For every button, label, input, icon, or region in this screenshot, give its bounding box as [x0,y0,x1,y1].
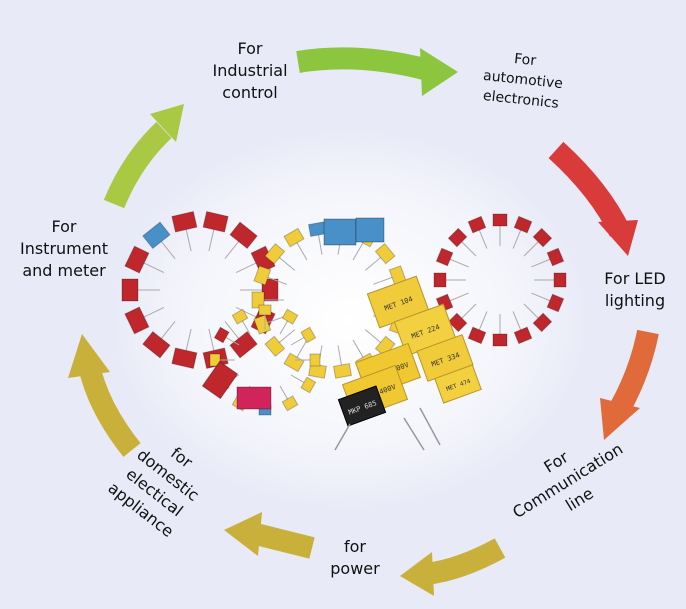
capacitor-icon [355,217,385,243]
curved-arrow-icon [400,538,506,596]
capacitor-icon [534,272,567,288]
curved-arrow-icon [103,104,184,209]
capacitor-icon [231,308,251,335]
capacitor-icon [512,311,533,345]
capacitor-icon [171,210,198,252]
capacitor-icon [467,311,488,345]
capacitor-icon [258,304,272,330]
capacitor-icon [333,345,352,379]
capacitor-icon [171,328,198,370]
capacitor-icon [447,227,477,257]
curved-arrow-icon [600,329,659,440]
label-automotive-electronics: For automotive electronics [482,51,564,112]
capacitor-icon [124,245,165,274]
label-instrument-meter: For Instrument and meter [19,217,109,280]
capacitor-icon [142,320,176,359]
capacitor-icon [531,247,565,268]
label-industrial-control: For Industrial control [212,39,288,102]
capacitor-icon [283,227,308,261]
capacitor-icon [531,292,565,313]
capacitor-icon [264,243,296,271]
curved-arrow-icon [296,47,458,96]
capacitor-icon [124,306,165,335]
capacitor-icon [251,291,284,309]
capacitor-icon [213,326,240,346]
capacitor-icon [435,247,469,268]
arrows [68,47,659,596]
capacitor-icon [279,385,299,412]
labeled-capacitors: MET 104 MET 224 MET 334 MET 474 4.7uF 40… [334,275,482,451]
capacitor-icon [373,265,407,286]
capacitor-icon: MKP 685 [337,385,387,427]
capacitor-icon [202,210,229,252]
label-power: for power [330,537,380,578]
capacitor-icon [142,221,176,260]
capacitor-icon [253,314,287,335]
curved-arrow-icon [68,334,141,457]
capacitor-icon [283,339,308,373]
capacitor-icon [224,221,258,260]
capacitor-icon [447,303,477,333]
capacitor-icon [240,278,279,302]
capacitor-icon [209,353,235,367]
capacitor-icon [279,308,299,335]
capacitor-icon [264,329,296,357]
capacitor-icon [236,386,272,410]
capacitor-icon [253,265,287,286]
capacitor-icon [308,221,327,255]
curved-arrow-icon [548,141,638,256]
capacitor-arrangement [121,210,567,416]
capacitor-icon [290,374,317,394]
capacitor-icon [433,272,466,288]
capacitor-icon [492,213,508,246]
capacitor-icon [290,326,317,346]
capacitor-icon [467,215,488,249]
label-led-lighting: For LED lighting [604,269,666,310]
curved-arrow-icon [224,512,315,559]
capacitor-icon: MET 474 [434,364,482,404]
capacitor-icon [295,353,321,367]
capacitor-icon [201,360,239,400]
capacitor-icon [523,303,553,333]
capacitor-icon [492,314,508,347]
capacitor-icon [512,215,533,249]
capacitor-icon [224,320,258,359]
capacitor-icon [364,243,396,271]
capacitor-icon [121,278,160,302]
capacitor-icon [323,218,357,246]
capacitor-icon [523,227,553,257]
